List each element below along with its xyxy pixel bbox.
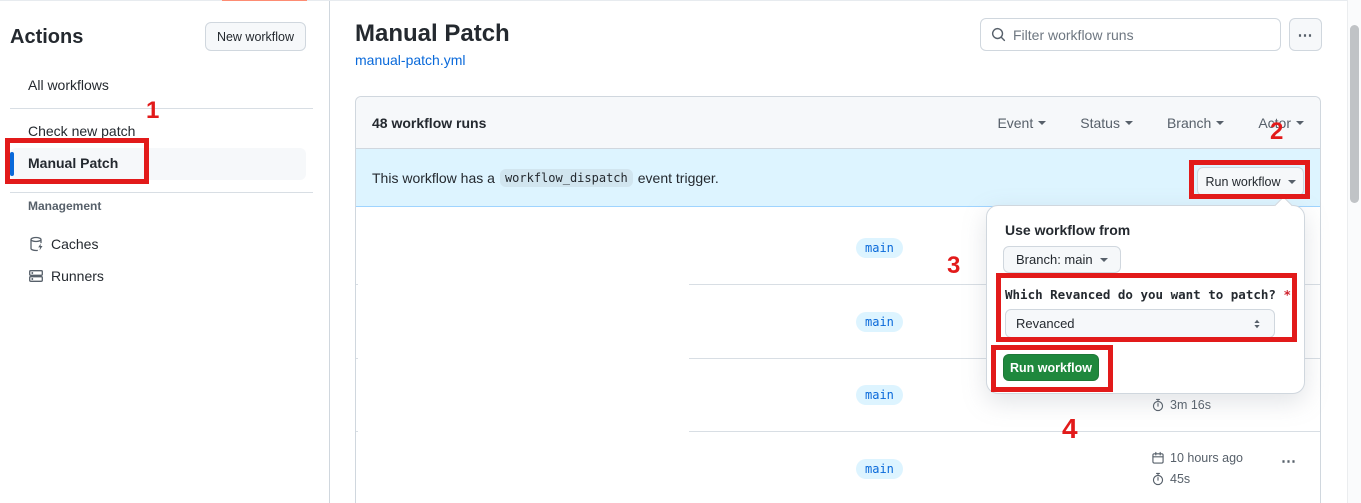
run-workflow-submit-button[interactable]: Run workflow	[1003, 354, 1099, 381]
branch-badge[interactable]: main	[856, 312, 903, 332]
sidebar-item-manual-patch-label: Manual Patch	[28, 155, 119, 171]
runs-count: 48 workflow runs	[372, 114, 487, 131]
actions-sidebar: Actions New workflow All workflows Check…	[0, 1, 330, 503]
chevron-down-icon	[1216, 120, 1225, 129]
sidebar-item-caches[interactable]: Caches	[28, 236, 98, 252]
calendar-icon	[1151, 451, 1165, 465]
run-workflow-dropdown-button[interactable]: Run workflow	[1197, 167, 1304, 196]
redacted-run-names-area	[358, 209, 689, 503]
chevron-down-icon	[1287, 179, 1296, 188]
row-divider	[356, 284, 1320, 285]
selected-accent-bar	[10, 152, 14, 176]
page-title: Manual Patch	[355, 20, 510, 47]
sidebar-item-all-workflows[interactable]: All workflows	[28, 77, 109, 93]
top-border	[0, 0, 1361, 1]
row-divider	[356, 358, 1320, 359]
run-duration: 3m 16s	[1151, 398, 1211, 412]
runs-filters: Event Status Branch Actor	[997, 115, 1304, 131]
sidebar-title: Actions	[10, 26, 84, 48]
banner-text-before: This workflow has a	[372, 169, 495, 186]
management-heading: Management	[28, 199, 102, 213]
scrollbar-thumb[interactable]	[1350, 25, 1359, 203]
branch-badge[interactable]: main	[856, 385, 903, 405]
filter-status-dropdown[interactable]: Status	[1080, 115, 1133, 131]
filter-actor-dropdown[interactable]: Actor	[1258, 115, 1304, 131]
workflow-runs-table: 48 workflow runs Event Status Branch Act…	[355, 96, 1321, 503]
filter-branch-dropdown[interactable]: Branch	[1167, 115, 1225, 131]
up-down-arrows-icon	[1250, 317, 1264, 331]
run-date: 10 hours ago	[1151, 451, 1243, 465]
sidebar-item-caches-label: Caches	[51, 236, 99, 252]
cache-database-icon	[28, 236, 44, 252]
chevron-down-icon	[1124, 120, 1133, 129]
branch-badge[interactable]: main	[856, 238, 903, 258]
filter-runs-searchbox[interactable]	[980, 18, 1281, 51]
sidebar-item-runners-label: Runners	[51, 268, 104, 284]
sidebar-divider	[10, 108, 313, 109]
sidebar-item-manual-patch[interactable]	[10, 148, 306, 180]
banner-code: workflow_dispatch	[499, 168, 633, 187]
chevron-down-icon	[1099, 257, 1108, 266]
scrollbar	[1347, 0, 1361, 503]
server-icon	[28, 268, 44, 284]
banner-text-after: event trigger.	[637, 169, 719, 186]
runs-table-header: 48 workflow runs Event Status Branch Act…	[356, 97, 1320, 149]
run-duration: 45s	[1151, 472, 1190, 486]
search-icon	[991, 27, 1006, 42]
required-asterisk: *	[1283, 287, 1291, 302]
branch-badge[interactable]: main	[856, 459, 903, 479]
sidebar-item-runners[interactable]: Runners	[28, 268, 104, 284]
branch-select-button[interactable]: Branch: main	[1003, 246, 1121, 273]
row-divider	[356, 431, 1320, 432]
chevron-down-icon	[1296, 120, 1304, 129]
filter-runs-input[interactable]	[1013, 26, 1270, 43]
filter-event-dropdown[interactable]: Event	[997, 115, 1047, 131]
new-workflow-button[interactable]: New workflow	[205, 22, 306, 51]
stopwatch-icon	[1151, 398, 1165, 412]
run-options-kebab-button[interactable]: ⋯	[1281, 453, 1297, 470]
sidebar-item-check-new-patch[interactable]: Check new patch	[28, 123, 136, 139]
sidebar-divider	[10, 192, 313, 193]
workflow-dispatch-banner: This workflow has a workflow_dispatch ev…	[356, 149, 1320, 207]
workflow-file-link[interactable]: manual-patch.yml	[355, 52, 466, 68]
revanced-select[interactable]: Revanced	[1005, 309, 1275, 338]
chevron-down-icon	[1038, 120, 1047, 129]
run-workflow-popup: Use workflow from Branch: main Which Rev…	[986, 196, 1305, 394]
workflow-options-kebab-button[interactable]: ⋯	[1289, 18, 1322, 51]
popup-heading: Use workflow from	[1005, 222, 1131, 238]
stopwatch-icon	[1151, 472, 1165, 486]
workflow-input-label: Which Revanced do you want to patch? *	[1005, 287, 1291, 302]
